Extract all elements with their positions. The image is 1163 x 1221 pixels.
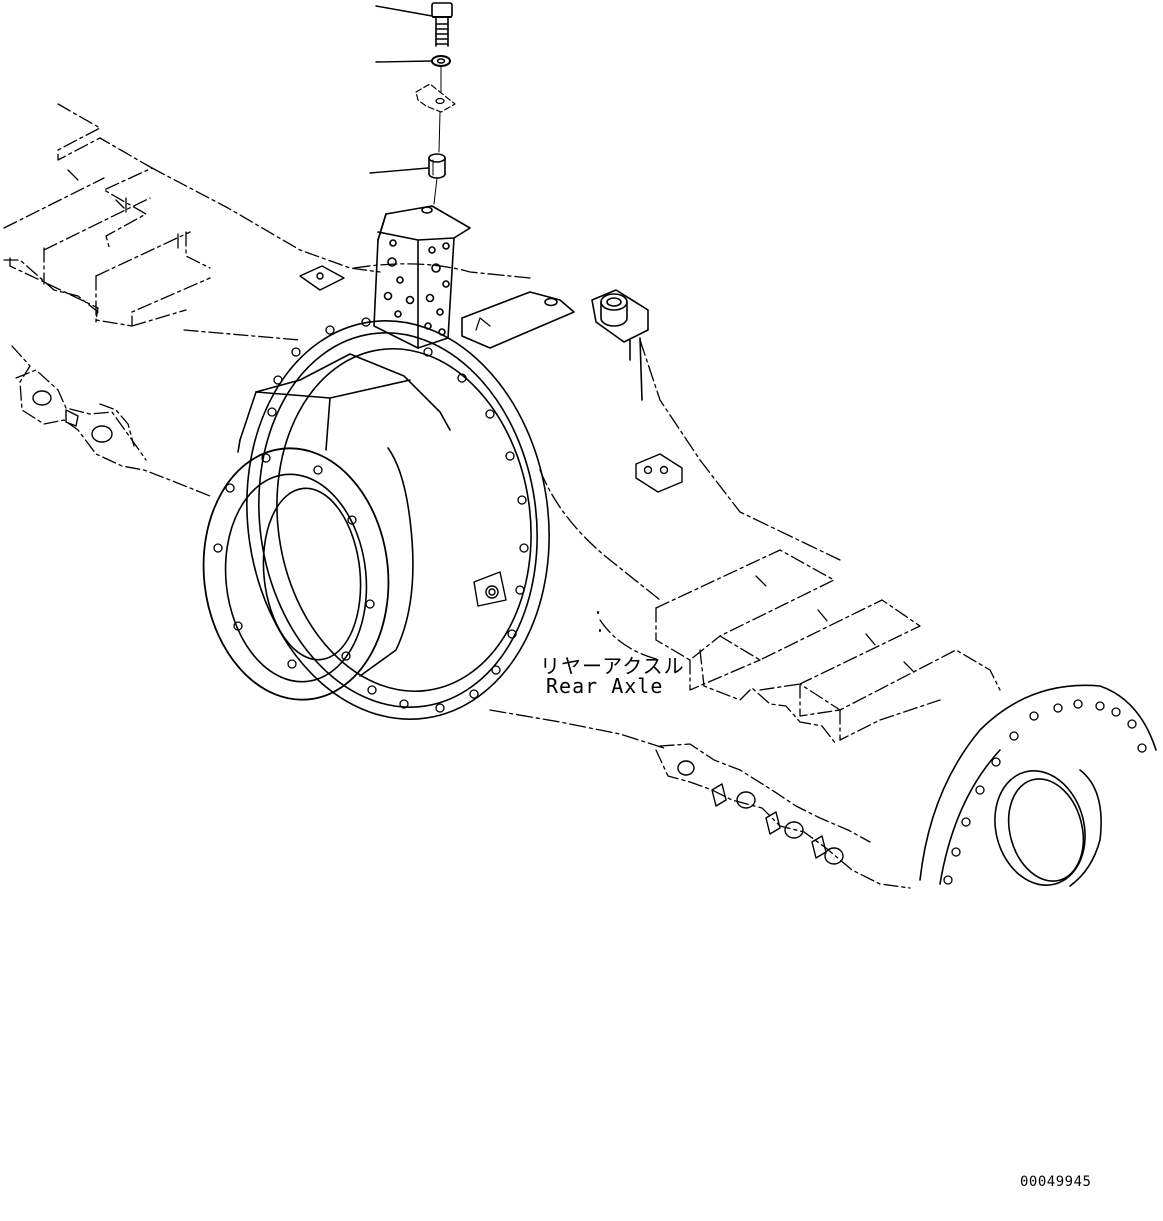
mount-bracket (461, 291, 575, 349)
right-upper-frame (655, 549, 1001, 745)
callout-leaders (369, 5, 433, 174)
hardware-stack (369, 2, 456, 205)
right-flange-bolt-holes (943, 699, 1147, 885)
breather-fitting (591, 289, 649, 401)
part-label-english: Rear Axle (546, 674, 664, 698)
drawing-number: 00049945 (1020, 1174, 1092, 1190)
bracket-tab (415, 83, 456, 113)
assembly-centerline (433, 65, 442, 205)
right-flange (919, 684, 1157, 887)
left-lug-chain (11, 345, 211, 497)
spacer-collar-part (428, 153, 446, 179)
washer-part (431, 55, 451, 67)
bolt-part (431, 2, 453, 47)
left-upper-frame (3, 103, 381, 341)
axle-housing (353, 263, 841, 749)
right-lug-chain (655, 743, 911, 889)
right-lug-holes (677, 760, 844, 865)
valve-block (373, 205, 471, 349)
left-flange (202, 317, 550, 720)
reference-dots (597, 611, 601, 632)
back-flange-bolt-holes (267, 317, 529, 713)
housing-boss (299, 265, 683, 607)
front-flange-bolt-holes (213, 453, 375, 669)
part-label-japanese: リヤーアクスル (540, 654, 685, 678)
left-lug-holes (32, 390, 113, 443)
